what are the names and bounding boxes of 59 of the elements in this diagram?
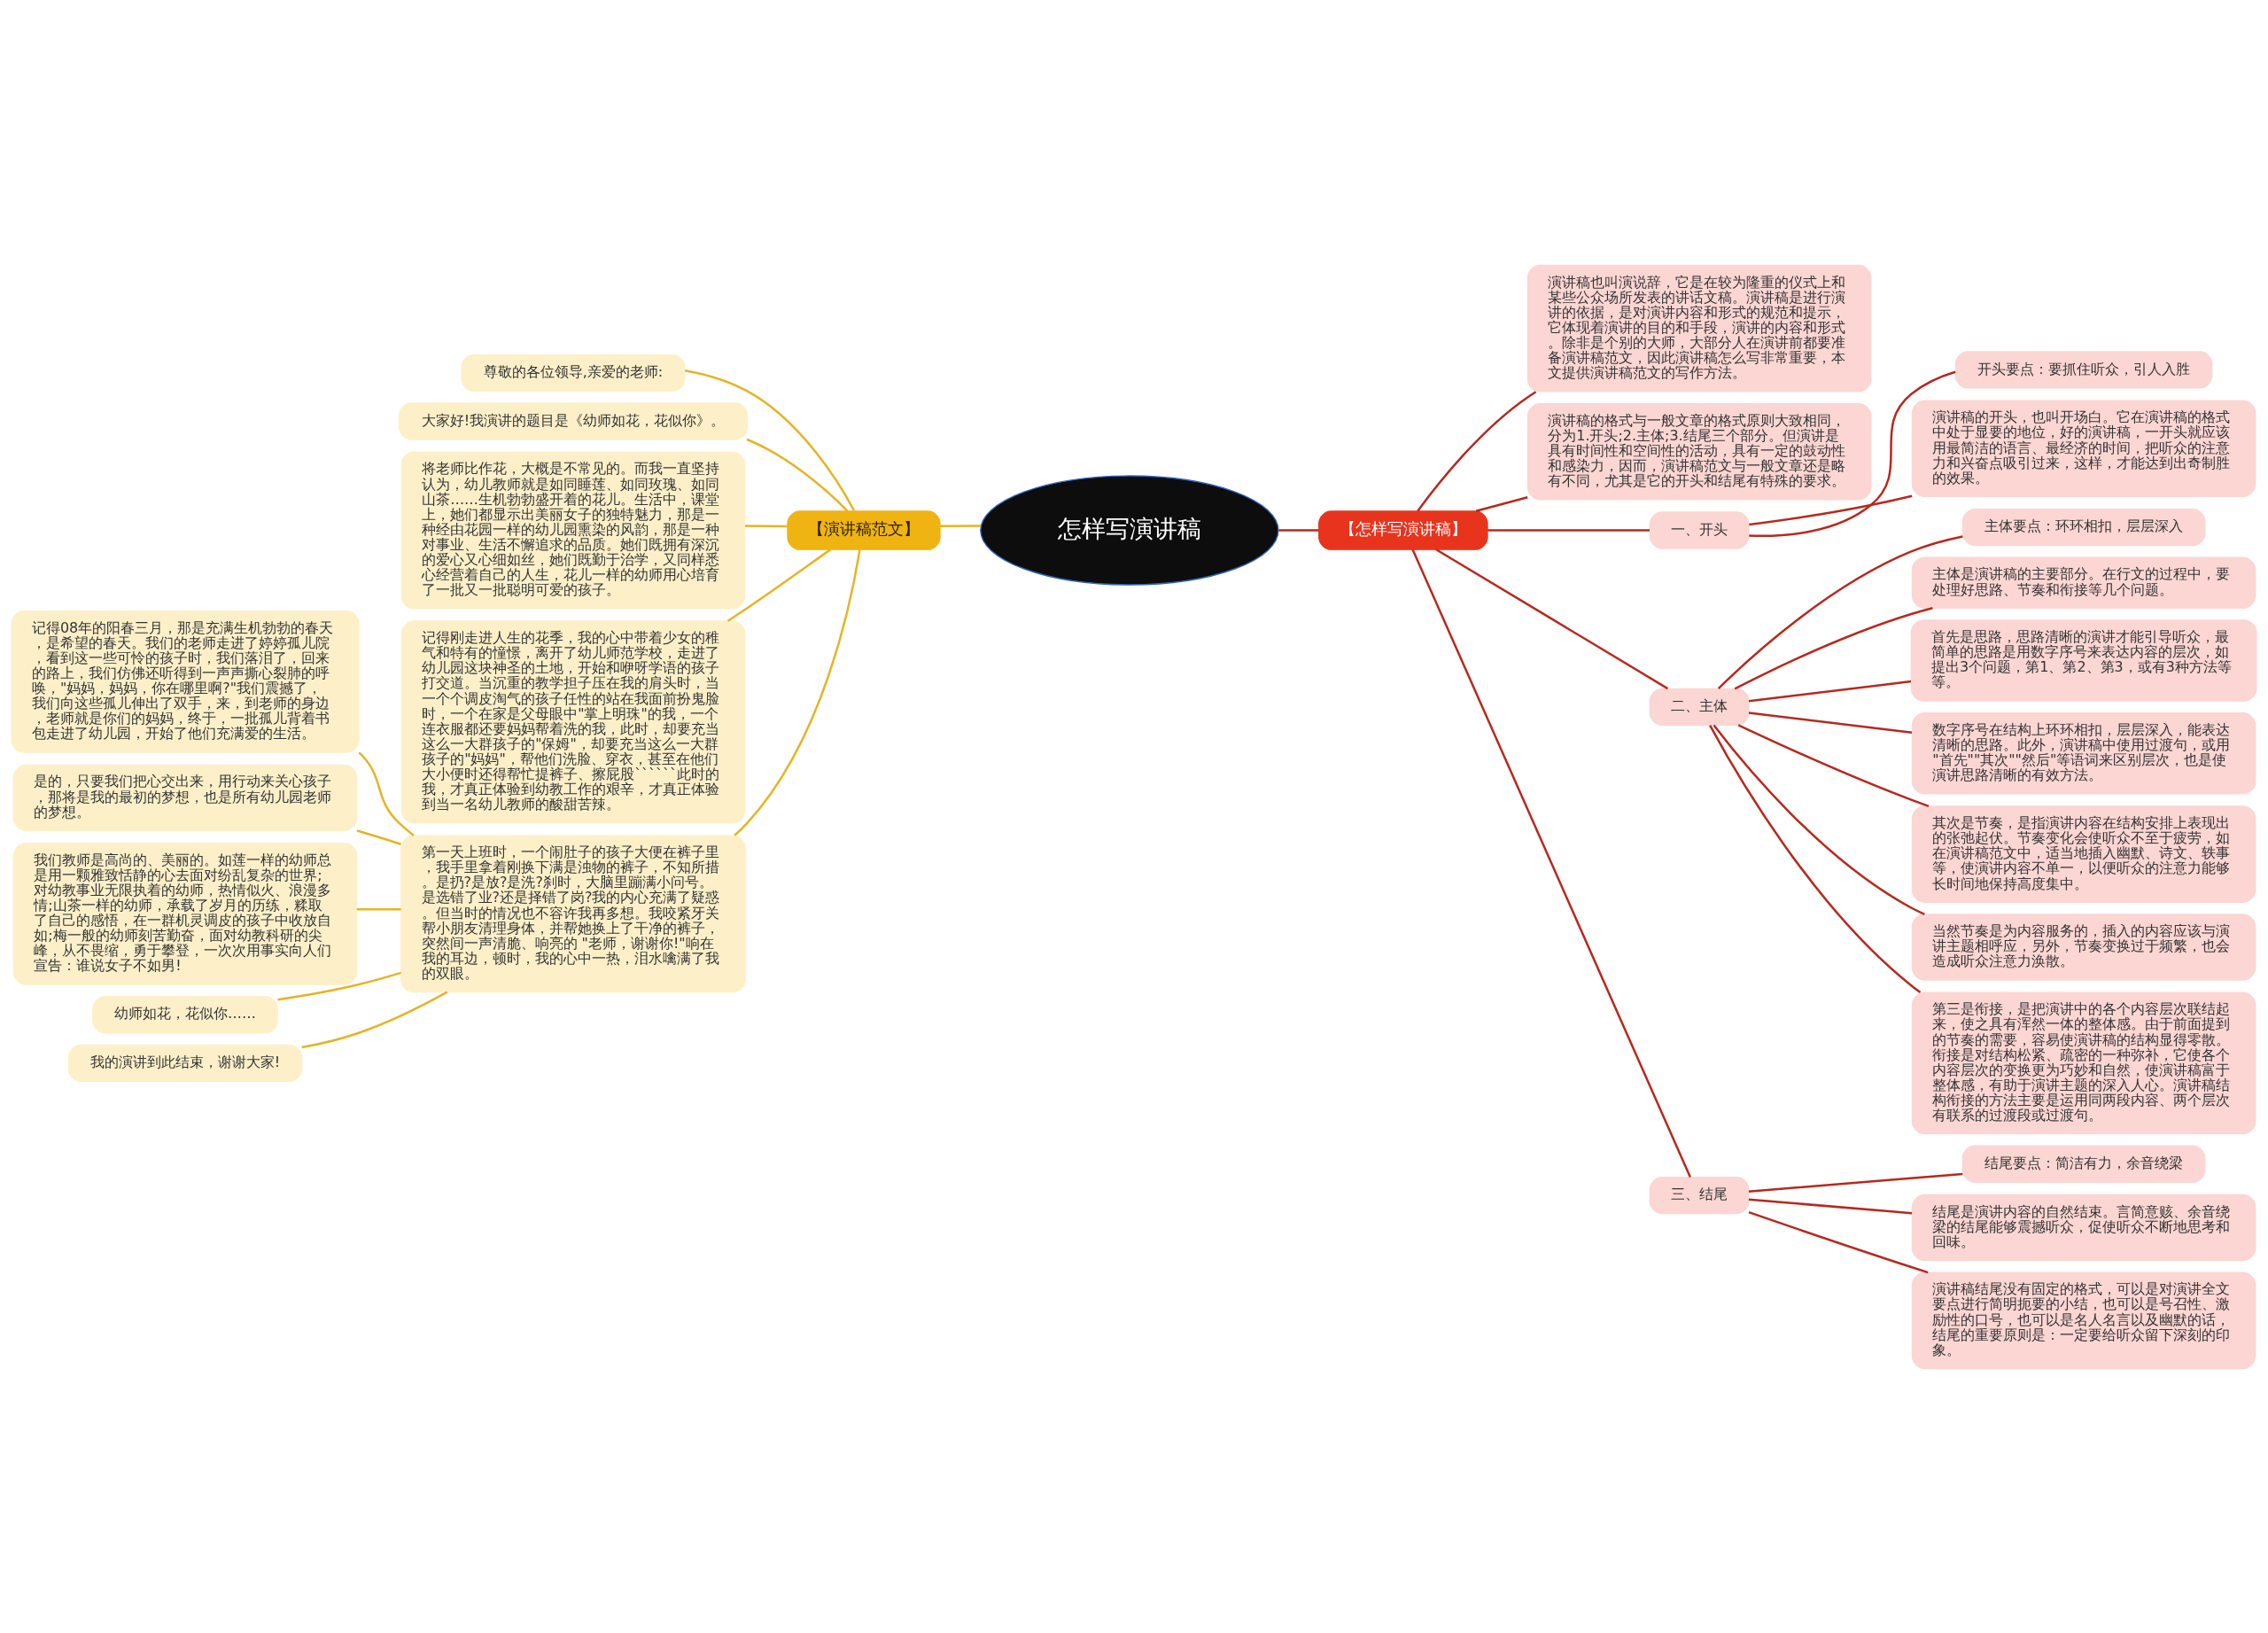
connector — [1713, 724, 1925, 915]
node-box: 结尾是演讲内容的自然结束。言简意赅、余音绕梁的结尾能够震撼听众，促使听众不断地思考和回味。 — [1911, 1194, 2256, 1261]
node-box: 数字序号在结构上环环相扣，层层深入，能表达清晰的思路。此外，演讲稿中使用过渡句，或用"首先""其次""然后"等语词来区别层次，也是使演讲思路清晰的有效方法。 — [1911, 712, 2256, 794]
node-box: 演讲稿的开头，也叫开场白。它在演讲稿的格式中处于显要的地位，好的演讲稿，一开头就应该用最简洁的语言、最经济的时间，把听众的注意力和兴奋点吸引过来，这样，才能达到出奇制胜的效果。 — [1911, 400, 2256, 497]
node-box: 演讲稿的格式与一般文章的格式原则大致相同，分为1.开头;2.主体;3.结尾三个部分。但演讲是具有时间性和空间性的活动，具有一定的鼓动性和感染力，因而，演讲稿范文与一般文章还是略有不同，尤其是它的开头和结尾有特殊的要求。 — [1526, 402, 1872, 500]
connector — [356, 828, 401, 845]
connector — [685, 369, 856, 511]
connector — [1748, 711, 1913, 734]
node-box: 当然节奏是为内容服务的，插入的内容应该与演讲主题相呼应，另外，节奏变换过于频繁，也会造成听众注意力涣散。 — [1911, 913, 2256, 981]
connector — [1734, 606, 1933, 689]
node-box: 【怎样写演讲稿】 — [1318, 509, 1488, 550]
node-box: 记得08年的阳春三月，那是充满生机勃勃的春天，是希望的春天。我们的老师走进了婷婷孤儿院，看到这一些可怜的孩子时，我们落泪了，回来的路上，我们仿佛还听得到一声声撕心裂肺的呼唤，"妈妈，妈妈，你在哪里啊?"我们震撼了，我们向这些孤儿伸出了双手，来，到老师的身边，老师就是你们的妈妈，终于，一批孤儿背着书包走进了幼儿园，开始了他们充满爱的生活。 — [11, 610, 360, 753]
node-box: 将老师比作花，大概是不常见的。而我一直坚持认为，幼儿教师就是如同睡莲、如同玫瑰、如同山茶……生机勃勃盛开着的花儿。生活中，课堂上，她们都显示出美丽女子的独特魅力，那是一种经由花园一样的幼儿园熏染的风韵，那是一种对事业、生活不懈追求的品质。她们既拥有深沉的爱心又心细如丝，她们既勤于治学，又同样悉心经营着自己的人生，花儿一样的幼师用心培育了一批又一批聪明可爱的孩子。 — [400, 451, 746, 609]
connector — [744, 524, 788, 527]
node-box: 主体要点：环环相扣，层层深入 — [1961, 508, 2206, 546]
node-box: 第一天上班时，一个闹肚子的孩子大便在裤子里，我手里拿着刚换下满是浊物的裤子，不知所措。是扔?是放?是洗?刹时，大脑里蹦满小问号。是选错了业?还是择错了岗?我的内心充满了疑惑。但当时的情况也不容许我再多想。我咬紧牙关帮小朋友清理身体，并帮她换上了干净的裤子，突然间一声清脆、响亮的 "老师，谢谢你!"响在我的耳边，顿时，我的心中一热，泪水噙满了我的双眼。 — [400, 834, 746, 992]
connector — [746, 438, 849, 512]
connector — [277, 971, 401, 1000]
connector — [1709, 724, 1922, 993]
connector — [1717, 534, 1963, 689]
connector — [726, 548, 831, 622]
connector — [358, 751, 415, 836]
node-box: 记得刚走进人生的花季，我的心中带着少女的稚气和特有的憧憬，离开了幼儿师范学校，走进了幼儿园这块神圣的土地，开始和咿呀学语的孩子打交道。当沉重的教学担子压在我的肩头时，当一个个调皮淘气的孩子任性的站在我面前扮鬼脸时，一个在家是父母眼中"掌上明珠"的我，一个连衣服都还要妈妈帮着洗的我，此时，却要充当这么一大群孩子的"保姆"，却要充当这么一大群孩子的"妈妈"，帮他们洗脸、穿衣，甚至在他们大小便时还得帮忙提裤子、擦屁股``````此时的我，才真正体验到幼教工作的艰辛，才真正体验到当一名幼儿教师的酸甜苦辣。 — [400, 619, 746, 823]
node-box: 我的演讲到此结束，谢谢大家! — [67, 1044, 303, 1082]
connector — [1417, 390, 1537, 512]
node-box: 是的，只要我们把心交出来，用行动来关心孩子，那将是我的最初的梦想，也是所有幼儿园老师的梦想。 — [12, 764, 358, 831]
connector — [734, 548, 861, 836]
connector — [1749, 494, 1913, 525]
node-box: 开头要点：要抓住听众，引人入胜 — [1954, 350, 2213, 389]
node-box: 【演讲稿范文】 — [787, 509, 941, 550]
node-ellipse: 怎样写演讲稿 — [980, 474, 1279, 586]
node-box: 尊敬的各位领导,亲爱的老师: — [461, 354, 686, 392]
node-box: 第三是衔接，是把演讲中的各个内容层次联结起来，使之具有浑然一体的整体感。由于前面提到的节奏的需要，容易使演讲稿的结构显得零散。衔接是对结构松紧、疏密的一种弥补，它使各个内容层次的变换更为巧妙和自然，使演讲稿富于整体感，有助于演讲主题的深入人心。演讲稿结构衔接的方法主要是运用同两段内容、两个层次有联系的过渡段或过渡句。 — [1911, 991, 2256, 1134]
connector — [1487, 528, 1650, 532]
connector — [940, 524, 982, 527]
node-box: 结尾要点：简洁有力，余音绕梁 — [1961, 1145, 2206, 1183]
connector — [356, 907, 401, 910]
connector — [1435, 548, 1669, 689]
node-box: 一、开头 — [1649, 510, 1750, 549]
node-box: 其次是节奏，是指演讲内容在结构安排上表现出的张弛起伏。节奏变化会使听众不至于疲劳，如在演讲稿范文中，适当地插入幽默、诗文、轶事等，使演讲内容不单一，以便听众的注意力能够长时间地保持高度集中。 — [1911, 805, 2256, 903]
node-box: 二、主体 — [1649, 688, 1750, 726]
connector — [1748, 1172, 1963, 1193]
connector — [1475, 495, 1528, 512]
node-box: 主体是演讲稿的主要部分。在行文的过程中，要处理好思路、节奏和衔接等几个问题。 — [1911, 556, 2256, 609]
node-box: 三、结尾 — [1649, 1176, 1750, 1214]
connector — [1748, 680, 1912, 702]
connector — [1748, 1210, 1929, 1273]
node-box: 演讲稿也叫演说辞，它是在较为隆重的仪式上和某些公众场所发表的讲话文稿。演讲稿是进行演讲的依据，是对演讲内容和形式的规范和提示，它体现着演讲的目的和手段，演讲的内容和形式。除非是个别的大师，大部分人在演讲前都要准备演讲稿范文，因此演讲稿怎么写非常重要，本文提供演讲稿范文的写作方法。 — [1526, 264, 1872, 393]
connector — [1748, 1197, 1913, 1215]
node-box: 演讲稿结尾没有固定的格式，可以是对演讲全文要点进行简明扼要的小结，也可以是号召性、激励性的口号，也可以是名人名言以及幽默的话，结尾的重要原则是：一定要给听众留下深刻的印象。 — [1911, 1271, 2256, 1369]
node-box: 幼师如花，花似你…… — [92, 995, 278, 1033]
connector — [301, 991, 448, 1048]
node-box: 大家好!我演讲的题目是《幼师如花，花似你》。 — [398, 401, 749, 440]
connector — [1411, 548, 1691, 1178]
connector — [1278, 528, 1319, 532]
connector — [1737, 723, 1930, 807]
connector — [1749, 370, 1956, 537]
node-box: 首先是思路，思路清晰的演讲才能引导听众，最简单的思路是用数字序号来表达内容的层次，如提出3个问题，第1、第2、第3，或有3种方法等等。 — [1910, 618, 2257, 702]
node-box: 我们教师是高尚的、美丽的。如莲一样的幼师总是用一颗雅致恬静的心去面对纷乱复杂的世界;对幼教事业无限执着的幼师，热情似火、浪漫多情;山茶一样的幼师，承载了岁月的历练，糅取了自己的感悟，在一群机灵调皮的孩子中收放自如;梅一般的幼师刻苦勤奋，面对幼教科研的尖峰，从不畏缩，勇于攀登，一次次用事实向人们宣告：谁说女子不如男! — [12, 842, 358, 985]
